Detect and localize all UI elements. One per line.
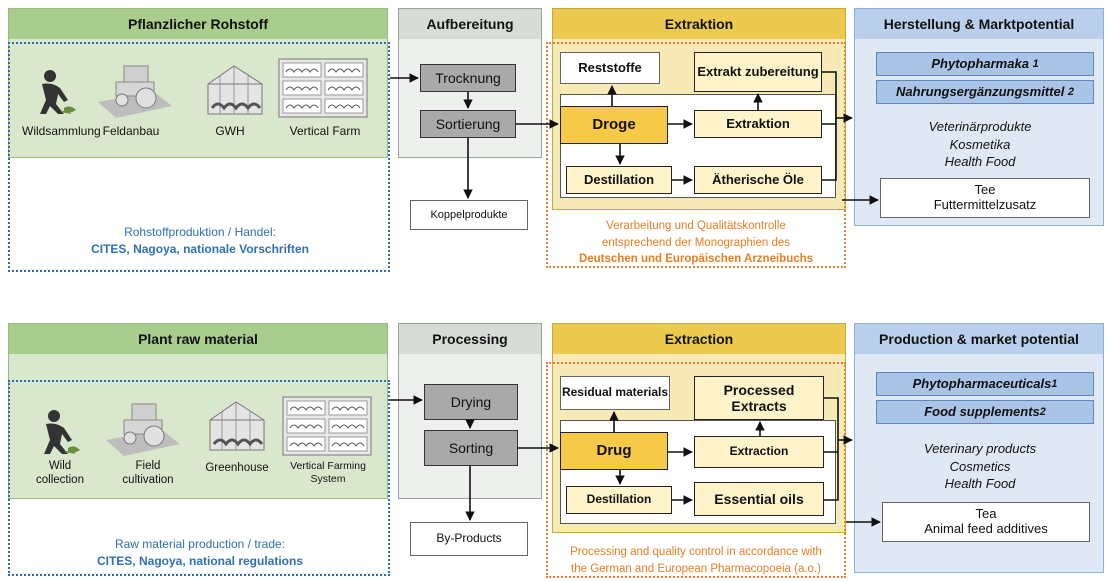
de-icon-label-wild: Wildsammlung [22, 124, 101, 138]
de-qc-note-line1: Verarbeitung und Qualitätskontrolle [606, 220, 786, 232]
de-product-supplements: Nahrungsergänzungsmittel 2 [876, 80, 1094, 104]
en-qc-dotted-frame [546, 362, 846, 578]
de-icon-label-vertical: Vertical Farm [289, 124, 361, 138]
de-product-phytopharma: Phytopharmaka 1 [876, 52, 1094, 76]
en-raw-material-dotted-frame [8, 380, 390, 576]
de-product-veterinary: Veterinärprodukte [928, 119, 1032, 134]
person-gathering-icon [38, 408, 84, 456]
en-byproducts: By-Products [410, 522, 528, 556]
de-raw-note-line2: CITES, Nagoya, nationale Vorschriften [91, 242, 309, 257]
en-icon-label-greenhouse: Greenhouse [205, 462, 269, 474]
en-products-other: Veterinary products Cosmetics Health Foo… [866, 440, 1094, 493]
en-drug: Drug [560, 432, 668, 470]
de-step-sorting: Sortierung [420, 110, 516, 138]
en-step-sorting: Sorting [424, 430, 518, 466]
de-product-phytopharma-sup: 1 [1032, 57, 1039, 70]
de-qc-note-line2: entsprechend der Monographien des [602, 236, 790, 249]
en-col-raw-material: Plant raw material [8, 323, 388, 499]
de-product-supplements-sup: 2 [1067, 85, 1074, 98]
de-extract-prep: Extrakt zubereitung [694, 52, 822, 92]
en-product-supplements-sup: 2 [1039, 405, 1046, 418]
en-icon-label-vertical: Vertical Farming System [290, 460, 366, 485]
de-icon-label-field: Feldanbau [102, 124, 160, 138]
en-raw-note-line1: Raw material production / trade: [114, 537, 286, 551]
en-icon-label-field: Field cultivation [122, 460, 174, 486]
en-product-healthfood: Health Food [944, 476, 1016, 492]
en-residues: Residual materials [560, 376, 670, 410]
de-raw-material-note: Rohstoffproduktion / Handel: CITES, Nago… [40, 224, 360, 259]
en-qc-note-line1: Processing and quality control in accord… [570, 546, 822, 558]
de-step-drying: Trocknung [420, 64, 516, 92]
de-col-extraction-title: Extraktion [553, 9, 845, 39]
de-tea-line2: Futtermittelzusatz [933, 197, 1037, 212]
de-products-other: Veterinärprodukte Kosmetika Health Food [866, 118, 1094, 171]
tractor-icon [104, 396, 182, 458]
vertical-farm-icon [282, 396, 372, 456]
greenhouse-icon [204, 62, 266, 118]
de-col-processing-title: Aufbereitung [399, 9, 541, 39]
de-qc-dotted-frame [546, 42, 846, 268]
en-product-cosmetics: Cosmetics [949, 458, 1011, 474]
de-drug: Droge [560, 106, 668, 144]
de-product-supplements-label: Nahrungsergänzungsmittel [896, 83, 1065, 99]
en-col-raw-material-title: Plant raw material [9, 324, 387, 354]
en-step-drying: Drying [424, 384, 518, 420]
en-raw-note-line2: CITES, Nagoya, national regulations [96, 554, 304, 569]
en-qc-note: Processing and quality control in accord… [548, 544, 844, 577]
en-extract-prep: Processed Extracts [694, 376, 824, 420]
en-icon-label-wild: Wild collection [36, 460, 84, 486]
vertical-farm-icon [278, 58, 368, 118]
de-qc-note-line3: Deutschen und Europäischen Arzneibuchs [578, 253, 814, 266]
de-essential-oils: Ätherische Öle [694, 166, 822, 194]
de-col-raw-material-title: Pflanzlicher Rohstoff [9, 9, 387, 39]
en-extraction-step: Extraction [694, 436, 824, 468]
de-raw-note-line1: Rohstoffproduktion / Handel: [124, 225, 276, 239]
en-tea-box: Tea Animal feed additives [882, 502, 1090, 542]
de-raw-material-dotted-frame [8, 42, 390, 272]
en-product-veterinary: Veterinary products [923, 441, 1037, 456]
en-col-processing-title: Processing [399, 324, 541, 354]
de-product-healthfood: Health Food [944, 154, 1016, 170]
de-extraction-step: Extraktion [694, 110, 822, 138]
de-qc-note: Verarbeitung und Qualitätskontrolle ents… [548, 218, 844, 268]
en-distillation: Destillation [566, 486, 672, 514]
de-product-phytopharma-label: Phytopharmaka [931, 55, 1029, 71]
tractor-icon [96, 58, 174, 120]
de-distillation: Destillation [566, 166, 672, 194]
en-col-market-title: Production & market potential [855, 324, 1103, 354]
en-col-extraction-title: Extraction [553, 324, 845, 354]
en-product-supplements-label: Food supplements [924, 403, 1040, 419]
de-col-market-title: Herstellung & Marktpotential [855, 9, 1103, 39]
en-tea-line1: Tea [975, 506, 997, 522]
de-byproducts: Koppelprodukte [410, 200, 528, 230]
en-raw-material-note: Raw material production / trade: CITES, … [40, 536, 360, 571]
en-product-phytopharma-sup: 1 [1051, 377, 1058, 390]
en-qc-note-line2: the German and European Pharmacopoeia (a… [571, 562, 821, 575]
en-product-phytopharma-label: Phytopharmaceuticals [912, 375, 1052, 391]
de-product-cosmetics: Kosmetika [949, 136, 1011, 152]
person-gathering-icon [34, 68, 80, 116]
en-essential-oils: Essential oils [694, 482, 824, 516]
de-icon-label-greenhouse: GWH [215, 124, 245, 138]
de-residues: Reststoffe [560, 52, 660, 84]
de-tea-line1: Tee [974, 182, 996, 198]
greenhouse-icon [206, 398, 268, 454]
de-tea-box: Tee Futtermittelzusatz [880, 178, 1090, 218]
en-tea-line2: Animal feed additives [924, 521, 1048, 536]
